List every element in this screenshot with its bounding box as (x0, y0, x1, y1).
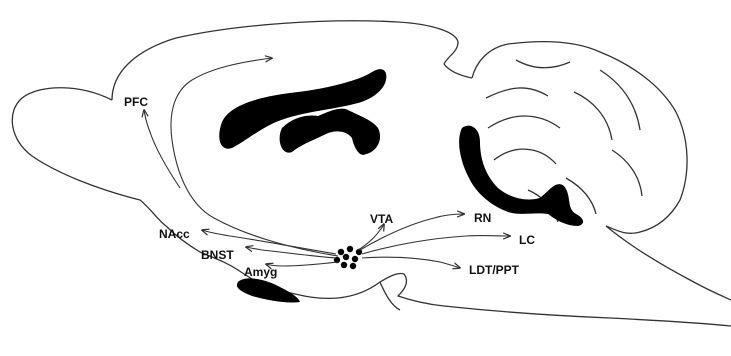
label-nacc: NAcc (159, 227, 190, 241)
label-pfc: PFC (124, 95, 148, 109)
arrow-to-vta (358, 224, 384, 250)
pituitary-outline (380, 282, 400, 310)
brainstem-outline (606, 226, 731, 300)
label-rn: RN (474, 211, 491, 225)
label-ldt-ppt: LDT/PPT (469, 263, 520, 277)
arrow-to-pfc (144, 110, 180, 188)
brain-outline (12, 21, 731, 326)
arrow-to-bnst (246, 247, 336, 258)
label-amyg: Amyg (244, 265, 277, 279)
amygdala-nucleus (237, 278, 300, 302)
arrow-to-cortex (171, 58, 338, 256)
arrow-to-lc (362, 236, 510, 254)
arrow-to-ldt-ppt (362, 257, 460, 268)
label-lc: LC (519, 233, 535, 247)
cortex-outline (112, 21, 472, 100)
cell-cluster (334, 246, 362, 269)
label-bnst: BNST (201, 248, 234, 262)
label-vta: VTA (370, 212, 393, 226)
